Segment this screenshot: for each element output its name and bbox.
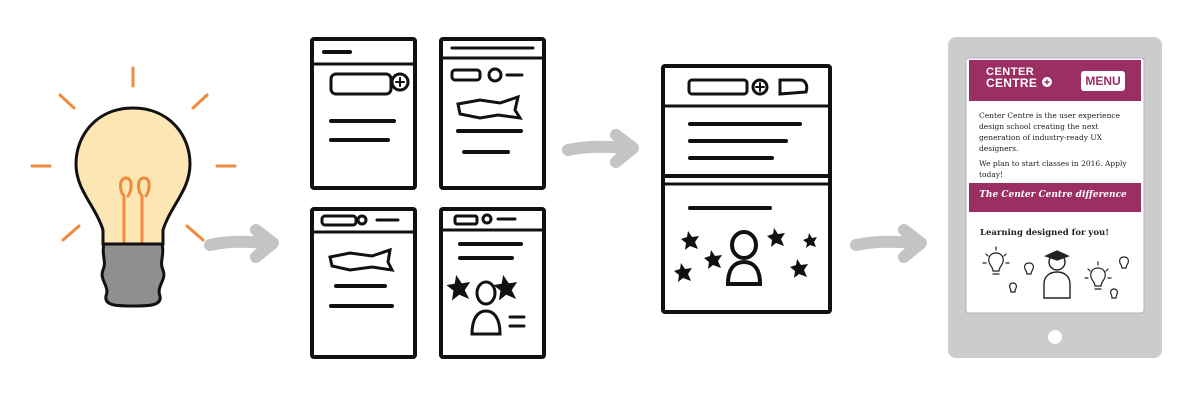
difference-banner: The Center Centre difference — [979, 190, 1127, 200]
sketch-wireframe-large — [661, 64, 832, 314]
bulb-filament — [119, 176, 151, 246]
learning-heading: Learning designed for you! — [980, 228, 1109, 238]
menu-button[interactable]: MENU — [1081, 71, 1125, 91]
star-icon — [803, 233, 817, 248]
light-bulb-icon — [1110, 288, 1118, 299]
apply-paragraph: We plan to start classes in 2016. Apply … — [979, 159, 1127, 179]
bulb-glass — [74, 106, 192, 246]
light-bulb-icon — [30, 66, 237, 308]
light-bulb-icon — [1024, 262, 1034, 275]
site-logo-line1: CENTER — [986, 66, 1035, 78]
tablet-mockup — [948, 37, 1162, 358]
light-bulb-icon — [1119, 256, 1129, 269]
star-icon — [767, 228, 785, 247]
star-icon — [704, 250, 722, 269]
sketch-phone-3 — [310, 207, 417, 359]
learning-illustration — [982, 246, 1129, 299]
arrow-right-icon — [850, 224, 927, 263]
sketch-phone-4 — [439, 207, 546, 359]
star-icon — [674, 263, 692, 282]
site-logo-line2: CENTRE — [986, 76, 1038, 90]
bulb-rays — [30, 66, 237, 242]
site-banner-bar — [969, 183, 1141, 212]
star-icon — [790, 259, 808, 278]
sketch-phone-2 — [439, 37, 546, 190]
sketch-phone-1 — [310, 37, 417, 190]
person-icon — [725, 230, 763, 286]
star-icon — [681, 231, 699, 250]
tablet-home-button — [1048, 330, 1062, 344]
person-icon — [1043, 250, 1071, 299]
light-bulb-icon — [1084, 261, 1112, 290]
light-bulb-icon — [982, 246, 1010, 275]
arrow-right-icon — [204, 224, 279, 263]
bulb-base — [100, 242, 166, 308]
light-bulb-icon — [1009, 282, 1017, 293]
arrow-right-icon — [562, 129, 639, 168]
intro-paragraph: Center Centre is the user experience des… — [979, 111, 1121, 153]
